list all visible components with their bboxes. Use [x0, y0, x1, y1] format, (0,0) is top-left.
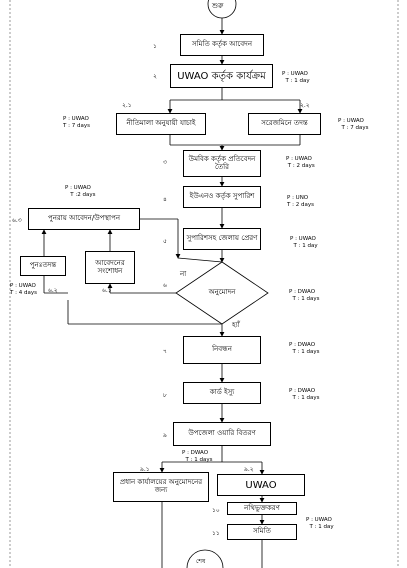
step-5-box: সুপারিশসহ জেলায় প্রেরণ [183, 228, 261, 250]
pt-step-8: P : DWAO T : 1 days [289, 388, 320, 401]
step-9-1-box: প্রধান কার্যালয়ের অনুমোদনের জন্য [113, 472, 209, 502]
step-number-5: ৫ [163, 238, 167, 245]
pt-step-6: P : DWAO T : 1 days [289, 289, 320, 302]
step-2-2-box: সরেজমিনে তদন্ত [248, 113, 321, 135]
pt-step-6-3: P : UWAO T :2 days [65, 185, 96, 198]
pt-step-2-1: P : UWAO T : 7 days [63, 116, 90, 129]
step-number-8: ৮ [163, 392, 167, 399]
step-number-2-2: ২.২ [300, 102, 310, 109]
step-number-6-2: ৬.২ [48, 287, 58, 294]
step-7-box: নিবন্ধন [183, 336, 261, 364]
step-4-box: ইউএনও কর্তৃক সুপারিশ [183, 186, 261, 208]
step-number-9-1: ৯.১ [140, 466, 150, 473]
step-number-9: ৯ [163, 432, 167, 439]
step-number-4: ৪ [163, 196, 167, 203]
step-2-1-box: নীতিমালা অনুযায়ী যাচাই [116, 113, 206, 135]
step-10-box: নথিভুক্তকরণ [227, 502, 297, 515]
pt-step-5: P : UWAO T : 1 day [290, 236, 318, 249]
pt-step-4: P : UNO T : 2 days [287, 195, 314, 208]
pt-step-3: P : UWAO T : 2 days [286, 156, 315, 169]
step-9-2-box: UWAO [217, 474, 305, 496]
step-number-10: ১০ [212, 507, 220, 514]
step-number-2: ২ [153, 73, 157, 80]
start-node: শুরু [212, 2, 224, 10]
pt-step-2-2: P : UWAO T : 7 days [338, 118, 369, 131]
pt-step-7: P : DWAO T : 1 days [289, 342, 320, 355]
pt-step-9: P : DWAO T : 1 days [182, 450, 213, 463]
step-2-box: UWAO কর্তৃক কার্যক্রম [170, 64, 273, 88]
end-node-shape [186, 549, 224, 568]
step-6-3-box: পুনরায় আবেদন/উপস্থাপন [28, 208, 140, 230]
step-1-box: সমিতি কর্তৃক আবেদন [180, 34, 264, 56]
decision-approval-shape [175, 261, 269, 325]
step-6-2-box: পুনঃতদন্ত [20, 256, 66, 276]
end-node: শেষ [196, 558, 206, 565]
step-number-3: ৩ [163, 159, 167, 166]
step-number-9-2: ৯.২ [244, 466, 254, 473]
step-3-box: উমবিক কর্তৃক প্রতিবেদন তৈরি [183, 150, 261, 177]
pt-step-6-2: P : UWAO T : 4 days [10, 283, 37, 296]
line-6-3-join [177, 257, 223, 263]
step-number-6-1: ৬.১ [102, 287, 112, 294]
branch-yes-label: হ্যাঁ [232, 321, 240, 329]
step-number-6-3: ৬.৩ [12, 217, 22, 224]
step-8-box: কার্ড ইস্যু [183, 382, 261, 404]
step-11-box: সমিতি [227, 524, 297, 540]
step-number-1: ১ [153, 43, 157, 50]
branch-no-label: না [180, 270, 187, 278]
step-number-6: ৬ [163, 282, 167, 289]
step-6-label: অনুমোদন [208, 288, 236, 297]
step-number-7: ৭ [163, 348, 167, 355]
step-6-1-box: আবেদনের সংশোধন [85, 251, 135, 284]
pt-step-2: P : UWAO T : 1 day [282, 71, 310, 84]
step-number-2-1: ২.১ [122, 102, 132, 109]
step-9-box: উপজেলা ওয়ারি বিতরণ [173, 422, 271, 446]
step-number-11: ১১ [212, 530, 220, 537]
pt-step-10: P : UWAO T : 1 day [306, 517, 334, 530]
